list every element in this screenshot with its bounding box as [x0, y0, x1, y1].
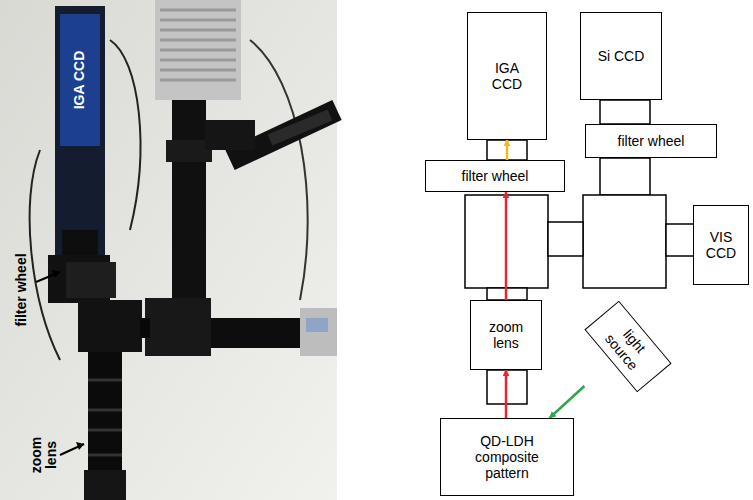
box-text: IGA CCD — [482, 60, 532, 92]
box-text: filter wheel — [462, 168, 529, 184]
part-label: filter wheel — [14, 253, 29, 326]
lens-box: zoom lens — [470, 300, 542, 370]
sample-box: QD-LDH composite pattern — [440, 418, 574, 496]
box-text: VIS CCD — [701, 229, 741, 261]
box-text: filter wheel — [618, 133, 685, 149]
camera-box: IGA CCD — [467, 12, 547, 140]
camera-box: VIS CCD — [693, 205, 749, 285]
camera-box: Si CCD — [580, 12, 662, 100]
beam-arrow — [550, 386, 585, 418]
box-text: light source — [600, 317, 657, 376]
filter-wheel-box: filter wheel — [425, 160, 565, 192]
box-text: Si CCD — [598, 48, 645, 64]
part-label: zoom lens — [29, 433, 60, 477]
beam-arrow — [505, 192, 508, 300]
filter-wheel-box: filter wheel — [585, 124, 717, 158]
beam-arrow — [505, 370, 508, 418]
beam-arrow — [506, 140, 509, 160]
box-text: QD-LDH composite pattern — [462, 433, 552, 481]
box-text: zoom lens — [481, 319, 531, 351]
light-source-box: light source — [584, 300, 671, 392]
camera-label: IGA CCD — [72, 51, 87, 110]
